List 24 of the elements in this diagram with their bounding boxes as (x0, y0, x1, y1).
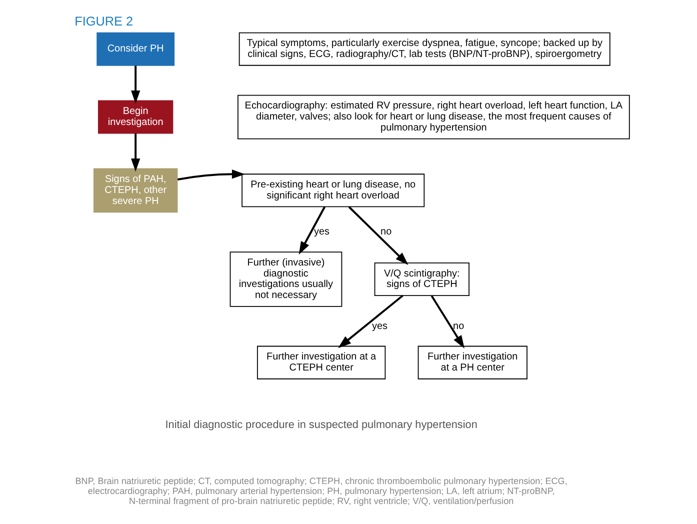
node-box: Consider PH (96, 32, 175, 66)
arrow (338, 294, 404, 348)
node-box: Begin investigation (98, 100, 174, 134)
edge-label: yes (372, 320, 388, 332)
arrow (177, 170, 246, 180)
arrow (131, 133, 140, 172)
edge-label: yes (314, 226, 330, 238)
caption: Initial diagnostic procedure in suspected pulmonary hypertension (165, 418, 478, 431)
arrow (348, 206, 408, 265)
arrow (430, 295, 464, 349)
diagram-title: FIGURE 2 (74, 14, 134, 29)
node-box: Signs of PAH, CTEPH, other severe PH (93, 168, 178, 213)
node-box: Further investigation at a CTEPH center (256, 346, 386, 380)
node-box: V/Q scintigraphy: signs of CTEPH (374, 262, 470, 296)
node-box: Typical symptoms, particularly exercise dyspnea, fatigue, syncope; backed up by clinical signs, ECG, radiography/CT, lab tests (BNP/NT-proBNP), spiroergometry (238, 32, 610, 66)
edge-label: no (453, 320, 464, 332)
arrow (298, 206, 326, 255)
edge-label: no (380, 226, 392, 238)
arrow (131, 66, 140, 104)
node-box: Further (invasive) diagnostic investigations usually not necessary (230, 252, 342, 307)
node-box: Echocardiography: estimated RV pressure, right heart overload, left heart function, LA diameter, valves; also look for heart or lung disease, the most frequent causes of pulmonary hypertension (238, 94, 630, 140)
label: BNP, Brain natriuretic peptide; CT, computed tomography; CTEPH, chronic thromboembolic pulmonary hypertension; ECG, electrocardiography; PAH, pulmonary arterial hypertension; PH, pulmonary hypertension; LA, left atrium; NT-proBNP, N-terminal fragment of pro-brain natriuretic peptide; RV, right ventricle; V/Q, ventilation/perfusion (75, 476, 568, 506)
node-box: Pre-existing heart or lung disease, no significant right heart overload (242, 174, 425, 208)
node-box: Further investigation at a PH center (418, 346, 528, 380)
